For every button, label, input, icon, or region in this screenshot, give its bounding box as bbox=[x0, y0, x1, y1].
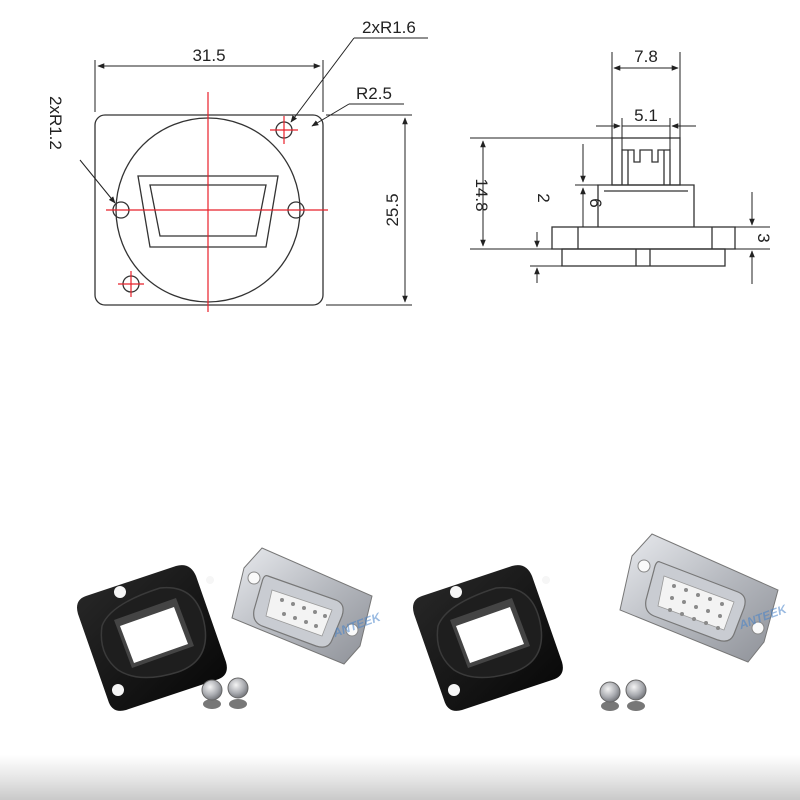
side-flange-label: 3 bbox=[754, 233, 773, 242]
side-total-height-label: 14.8 bbox=[472, 178, 491, 211]
screws-1 bbox=[201, 677, 249, 709]
black-mounting-plate-1 bbox=[77, 565, 227, 711]
side-shell bbox=[611, 137, 681, 186]
front-height-label: 25.5 bbox=[383, 193, 402, 226]
bottom-gradient-band bbox=[0, 755, 800, 800]
product-set-2 bbox=[413, 533, 779, 711]
d-sub-outer-outline bbox=[137, 175, 279, 248]
side-view-drawing bbox=[551, 137, 736, 267]
db15-connector-2 bbox=[619, 533, 779, 663]
side-body-height-label: 6 bbox=[586, 198, 605, 207]
corner-radius-leader bbox=[311, 103, 404, 127]
front-width-label: 31.5 bbox=[192, 46, 225, 65]
front-view-center-lines bbox=[106, 92, 328, 312]
screws-2 bbox=[599, 679, 647, 711]
side-top-width-label: 7.8 bbox=[634, 47, 658, 66]
black-mounting-plate-2 bbox=[413, 565, 563, 711]
db9-connector-1 bbox=[231, 547, 373, 665]
inner-hole-radius-label: 2xR1.2 bbox=[46, 96, 65, 150]
front-height-dimension bbox=[326, 114, 412, 306]
side-step-label: 2 bbox=[534, 193, 553, 202]
side-flange bbox=[551, 226, 736, 250]
outer-hole-radius-label: 2xR1.6 bbox=[362, 18, 416, 37]
side-view-dimensions bbox=[470, 52, 770, 284]
corner-radius-label: R2.5 bbox=[356, 84, 392, 103]
outer-hole-leader bbox=[290, 37, 428, 123]
front-width-dimension bbox=[94, 60, 324, 112]
d-sub-inner-outline bbox=[149, 184, 267, 237]
side-flange-lower bbox=[561, 248, 726, 267]
inner-hole-leader bbox=[79, 159, 116, 204]
product-set-1 bbox=[77, 547, 373, 711]
side-inner-width-label: 5.1 bbox=[634, 106, 658, 125]
